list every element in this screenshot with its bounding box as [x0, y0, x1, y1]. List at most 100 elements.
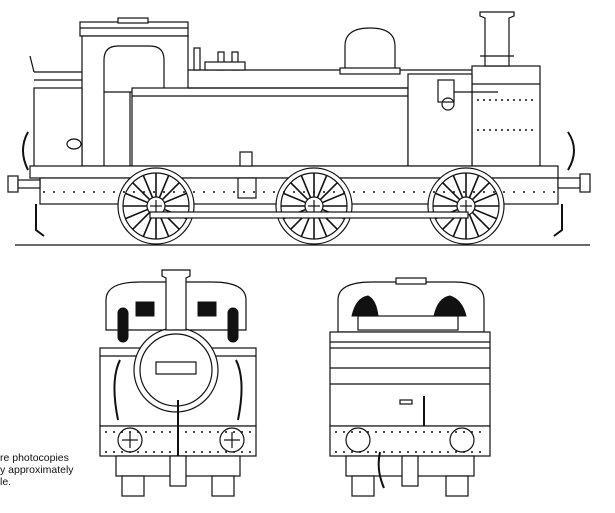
- cab-window: [103, 45, 165, 93]
- rivet: [359, 431, 361, 433]
- rivet: [495, 129, 497, 131]
- rivet: [501, 129, 503, 131]
- rivet: [249, 451, 251, 453]
- number-plate: [66, 138, 82, 150]
- rivet: [399, 431, 401, 433]
- rivet: [193, 451, 195, 453]
- rivet: [201, 431, 203, 433]
- caption-line-1: re photocopies: [0, 452, 69, 464]
- rivet: [83, 191, 85, 193]
- rivet: [105, 431, 107, 433]
- rivet: [493, 191, 495, 193]
- rivet: [225, 431, 227, 433]
- rivet: [183, 191, 185, 193]
- rivet: [351, 431, 353, 433]
- rivet: [243, 191, 245, 193]
- front-chimney: [161, 269, 191, 331]
- rivet: [105, 451, 107, 453]
- rivet: [233, 451, 235, 453]
- rivet: [553, 191, 555, 193]
- rivet: [391, 451, 393, 453]
- rivet: [489, 99, 491, 101]
- rivet: [383, 451, 385, 453]
- rivet: [471, 451, 473, 453]
- rivet: [323, 191, 325, 193]
- rivet: [501, 99, 503, 101]
- wheel: [117, 167, 195, 245]
- rivet: [137, 431, 139, 433]
- rivet: [313, 191, 315, 193]
- rear-buffer: [7, 175, 19, 193]
- rivet: [193, 431, 195, 433]
- rivet: [93, 191, 95, 193]
- roof-vent: [117, 17, 149, 24]
- rivet: [483, 129, 485, 131]
- rivet: [153, 191, 155, 193]
- rivet: [383, 431, 385, 433]
- rivet: [483, 99, 485, 101]
- rivet: [241, 451, 243, 453]
- rivet: [443, 191, 445, 193]
- rivet: [363, 191, 365, 193]
- rivet: [335, 451, 337, 453]
- rivet: [193, 191, 195, 193]
- rivet: [543, 191, 545, 193]
- rivet: [473, 191, 475, 193]
- pannier-tank: [131, 87, 409, 167]
- rivet: [447, 451, 449, 453]
- rivet: [353, 191, 355, 193]
- rivet: [283, 191, 285, 193]
- rivet: [113, 191, 115, 193]
- rivet-detail: [43, 99, 555, 453]
- rivet: [423, 191, 425, 193]
- rivet: [431, 451, 433, 453]
- rivet: [335, 431, 337, 433]
- rivet: [375, 451, 377, 453]
- rivet: [293, 191, 295, 193]
- smokebox: [471, 65, 541, 167]
- rivet: [453, 191, 455, 193]
- rivet: [383, 191, 385, 193]
- rivet: [113, 431, 115, 433]
- coupling-rod: [149, 211, 469, 219]
- driving-wheels: [117, 167, 505, 245]
- rivet: [173, 191, 175, 193]
- rivet: [479, 451, 481, 453]
- rivet: [477, 99, 479, 101]
- rivet: [479, 431, 481, 433]
- rivet: [129, 451, 131, 453]
- rivet: [513, 129, 515, 131]
- rivet: [143, 191, 145, 193]
- rivet: [169, 431, 171, 433]
- rivet: [137, 451, 139, 453]
- rivet: [153, 431, 155, 433]
- rivet: [373, 191, 375, 193]
- rivet: [177, 431, 179, 433]
- rivet: [103, 191, 105, 193]
- rivet: [507, 99, 509, 101]
- bunker: [33, 87, 83, 169]
- rivet: [43, 191, 45, 193]
- rivet: [455, 451, 457, 453]
- rivet: [489, 129, 491, 131]
- rivet: [123, 191, 125, 193]
- rivet: [367, 431, 369, 433]
- rivet: [201, 451, 203, 453]
- rivet: [391, 431, 393, 433]
- caption-note: re photocopies y approximately le.: [0, 452, 74, 488]
- rivet: [263, 191, 265, 193]
- rivet: [169, 451, 171, 453]
- rivet: [413, 191, 415, 193]
- cab-roof: [79, 21, 189, 37]
- rear-right-buffer: [449, 427, 475, 453]
- rivet: [121, 451, 123, 453]
- rivet: [531, 129, 533, 131]
- rivet: [253, 191, 255, 193]
- rivet: [113, 451, 115, 453]
- rivet: [415, 431, 417, 433]
- rear-elevation: [329, 277, 491, 497]
- rivet: [407, 451, 409, 453]
- rivet: [359, 451, 361, 453]
- rivet: [185, 431, 187, 433]
- rivet: [333, 191, 335, 193]
